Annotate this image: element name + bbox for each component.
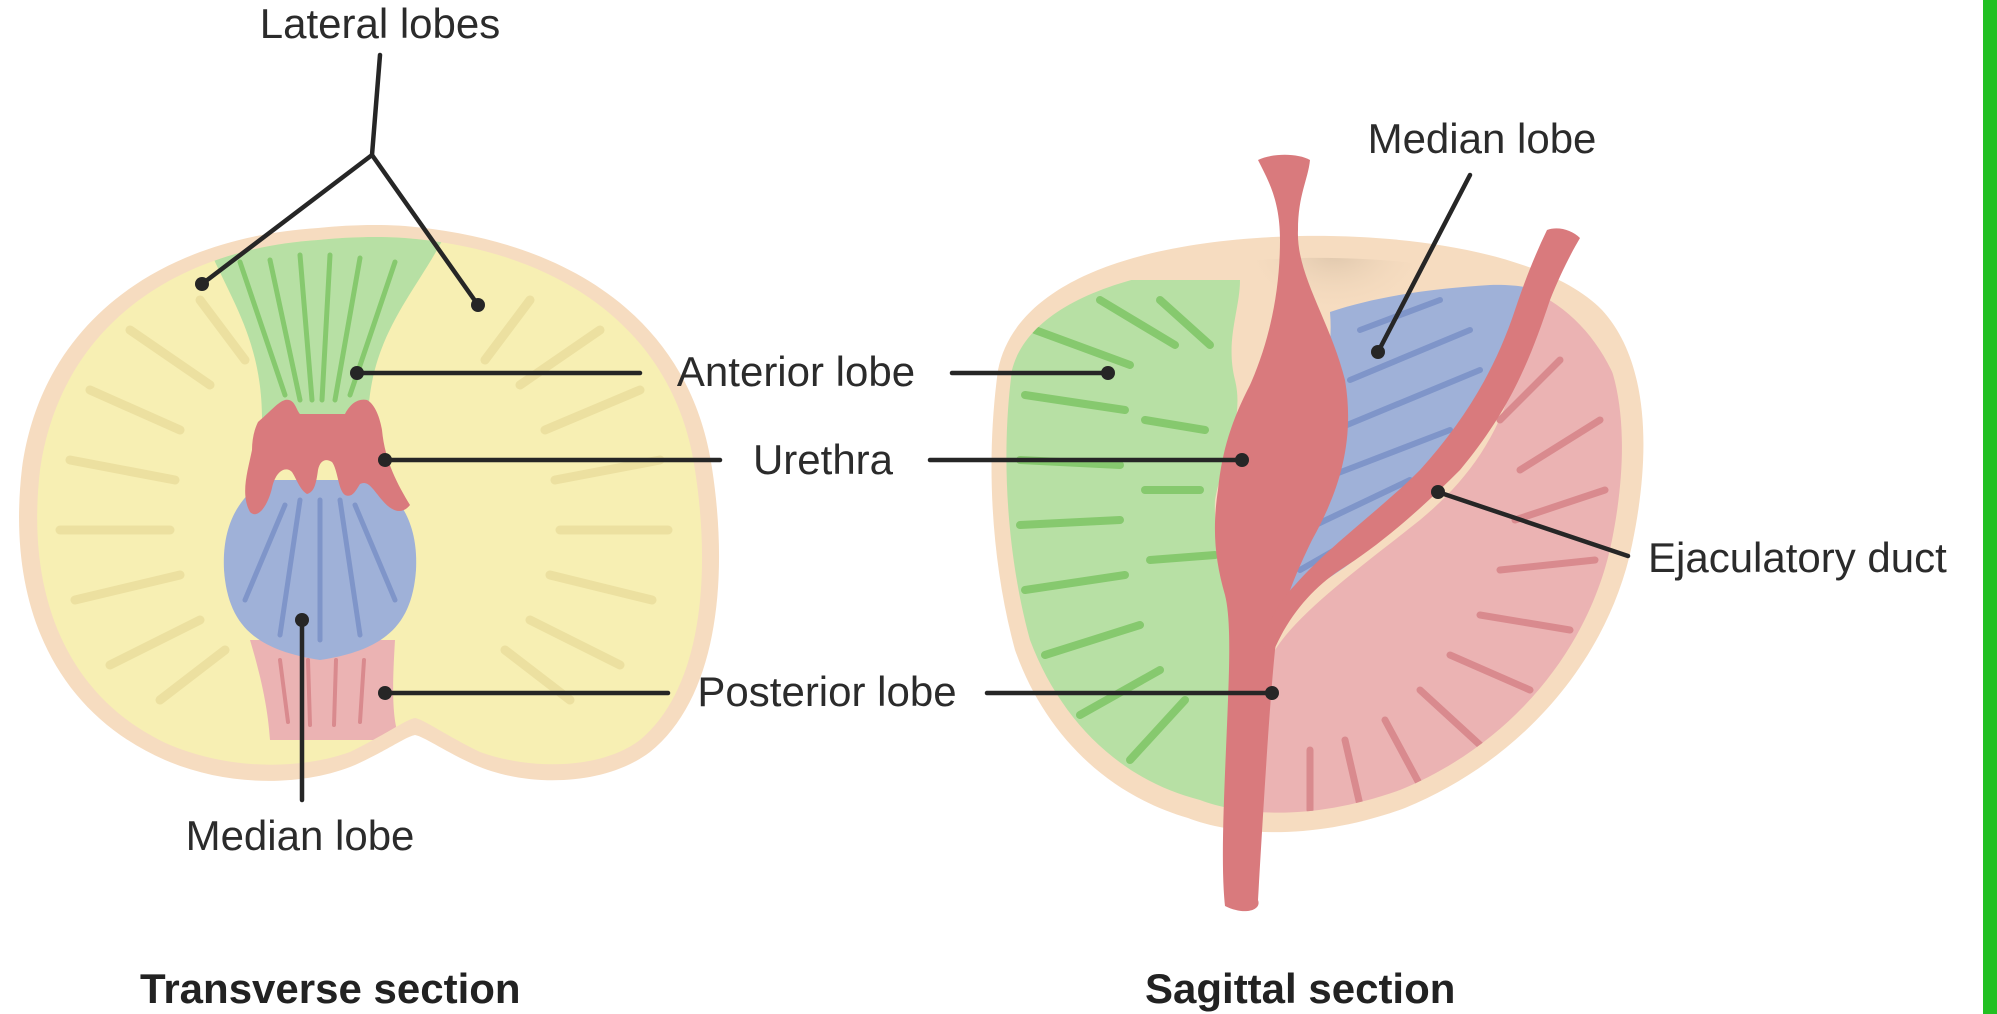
posterior-lobe-label: Posterior lobe bbox=[697, 668, 956, 715]
urethra-label: Urethra bbox=[753, 436, 894, 483]
median-lobe-label-transverse: Median lobe bbox=[186, 812, 415, 859]
sagittal-section: Median lobe Ejaculatory duct Sagittal se… bbox=[992, 115, 1948, 1012]
right-edge-bar bbox=[1983, 0, 1997, 1014]
median-lobe-label-sagittal: Median lobe bbox=[1368, 115, 1597, 162]
sagittal-section-title: Sagittal section bbox=[1145, 965, 1455, 1012]
transverse-section-title: Transverse section bbox=[140, 965, 521, 1012]
transverse-section: Lateral lobes Median lobe Transverse sec… bbox=[0, 0, 760, 1012]
ejaculatory-duct-label: Ejaculatory duct bbox=[1648, 534, 1947, 581]
anterior-lobe-label: Anterior lobe bbox=[677, 348, 915, 395]
lateral-lobes-label: Lateral lobes bbox=[260, 0, 501, 47]
